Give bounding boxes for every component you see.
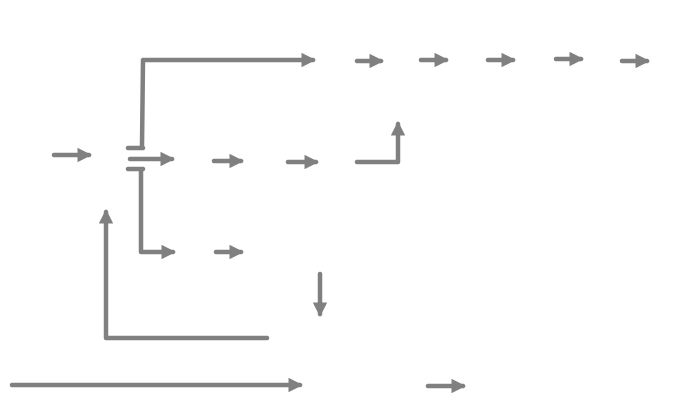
middle-up-return-arrow: [354, 121, 406, 165]
lower-branch-line: [138, 168, 176, 260]
top-branch-line: [139, 52, 316, 149]
feedback-loop-arrow: [98, 209, 270, 341]
